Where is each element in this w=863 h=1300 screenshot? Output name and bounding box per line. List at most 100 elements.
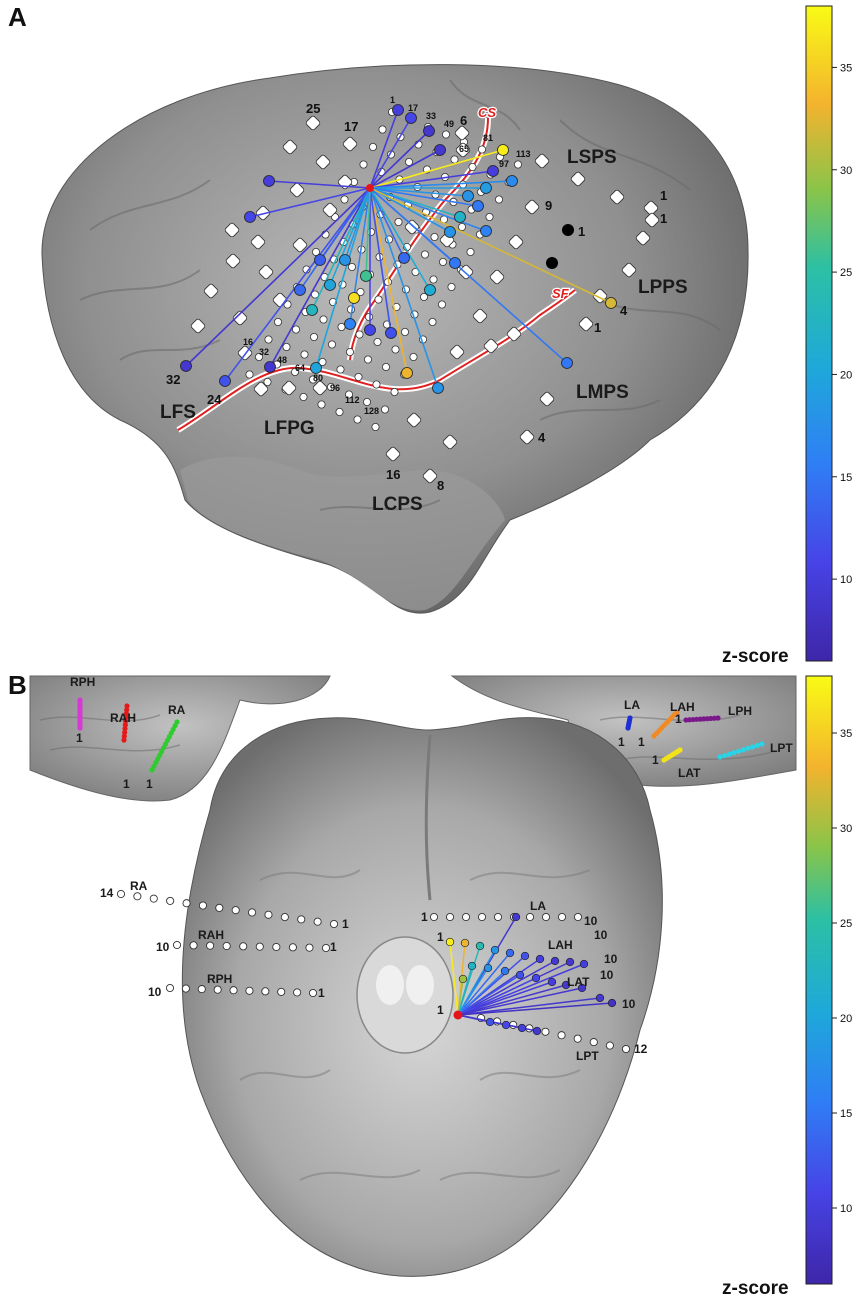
strip-contact [305,115,321,131]
response-contact [180,360,192,372]
grid-label-17: 17 [408,103,418,113]
response-contact [339,254,351,266]
grid-label-81: 81 [483,133,493,143]
grid-contact [317,400,326,409]
colorbar-a-tick-label: 20 [840,369,852,381]
grid-contact [390,387,399,396]
colorbar-b-tick-label: 15 [840,1108,852,1120]
depth-label-ra: RA [130,879,148,893]
grid-contact [337,322,346,331]
inset-contact-lpt [726,751,732,757]
depth-contact-la [573,912,583,922]
grid-contact [326,382,335,391]
grid-contact [494,195,503,204]
strip-contact [570,171,586,187]
response-contact [432,382,444,394]
connection-line [329,187,371,286]
inset-num-lat-1: 1 [652,753,659,767]
depth-contact-lpt [605,1041,614,1050]
strip-contact [281,380,297,396]
ventral-connection-line [457,997,601,1016]
colorbar-a-tick-label: 15 [840,472,852,484]
grid-contact [409,352,418,361]
depth-num-rph-end: 1 [318,986,325,1000]
response-contact [294,284,306,296]
inset-label-lpt: LPT [770,741,793,755]
inset-contact-lpt [717,754,723,760]
connection-line [344,187,371,261]
grid-contact [477,145,486,154]
ventral-response-contact [467,961,477,971]
connection-line [369,187,405,259]
response-contact [472,200,484,212]
ventral-response-contact [511,912,521,922]
grid-contact [431,190,440,199]
response-contact [487,165,499,177]
strip-label-25: 25 [306,101,320,116]
grid-contact [419,292,428,301]
strip-contact [255,205,271,221]
region-label-lfpg: LFPG [264,418,315,439]
ventral-connection-line [457,984,567,1016]
depth-num-lah-start: 1 [437,930,444,944]
grid-contact [273,317,282,326]
depth-contact-la [461,912,471,922]
depth-contact-rah [288,943,297,952]
ventral-connection-line [457,967,489,1016]
grid-contact [290,367,299,376]
depth-contact-ra [248,908,257,917]
grid-contact [441,130,450,139]
colorbar-b-tick-label: 35 [840,728,852,740]
strip-contact [489,269,505,285]
depth-num-rah-start: 10 [156,940,170,954]
strip-contact [224,222,240,238]
grid-contact [356,287,365,296]
depth-contact-ra [313,917,322,926]
sulcus-lines [176,117,577,433]
ventral-response-contact [490,945,500,955]
grid-contact [254,352,263,361]
grid-contact [353,415,362,424]
response-contact [314,254,326,266]
ventral-connection-line [457,977,537,1016]
colorbar-b-tick-label: 25 [840,918,852,930]
depth-contact-lpt [557,1031,566,1040]
depth-contact-ra [264,910,273,919]
depth-contact-rah [206,941,215,950]
ventral-connection-line [457,974,521,1016]
ventral-response-contact [577,983,587,993]
grid-contact [340,195,349,204]
strip-contact [644,212,660,228]
ventral-connection-line [457,1002,613,1016]
grid-contact [428,317,437,326]
connection-line [369,180,513,189]
connection-line [369,187,451,233]
depth-contact-rph [245,986,254,995]
response-contact [398,252,410,264]
depth-contact-la [429,912,439,922]
strip-contact [289,182,305,198]
depth-contact-rph [165,983,175,993]
connection-line [315,187,371,369]
depth-contact-la [541,912,551,922]
response-contact [385,327,397,339]
grid-label-49: 49 [444,119,454,129]
strip-contact [315,154,331,170]
connection-line [369,149,504,189]
depth-contact-ra [280,913,289,922]
inset-contact-lpt [759,741,765,747]
strip-contact [621,262,637,278]
strip-contact [455,142,471,158]
grid-contact [429,275,438,284]
depth-contact-ra [215,903,224,912]
depth-contact-la [557,912,567,922]
inset-contact-rph [77,725,83,731]
depth-contact-ra [297,915,306,924]
inset-contact-rah [123,718,129,724]
inset-contact-rah [122,729,128,736]
depth-contact-rph [197,985,206,994]
depth-num-rph-start: 10 [148,985,162,999]
depth-num-lpt-end: 12 [634,1042,648,1056]
strip-contact [258,264,274,280]
